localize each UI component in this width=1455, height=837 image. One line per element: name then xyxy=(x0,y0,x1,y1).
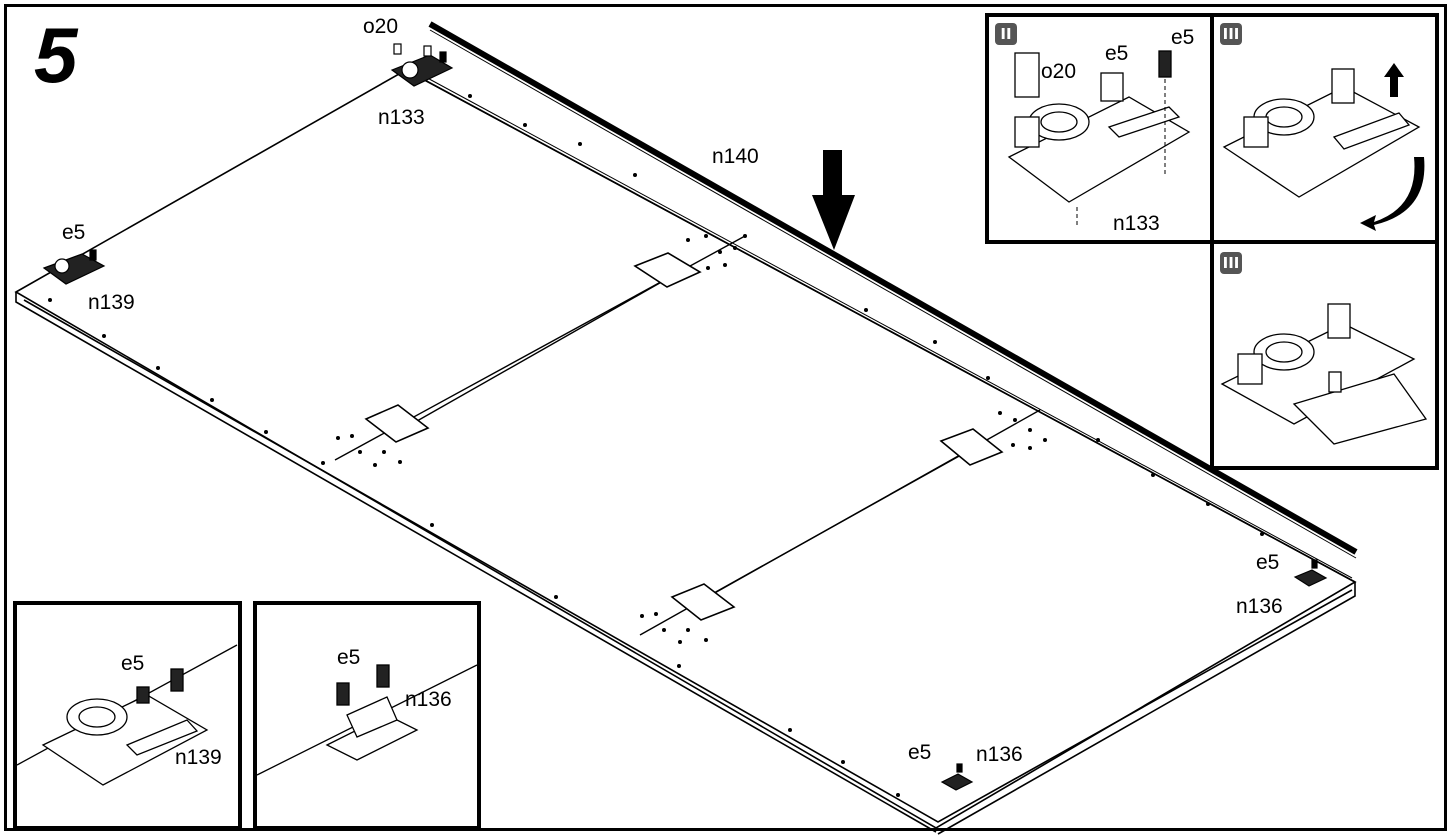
hardware-left xyxy=(42,249,106,285)
label-e5-left: e5 xyxy=(62,221,86,244)
panel-outline xyxy=(14,69,1357,835)
diagram-frame xyxy=(4,4,1447,831)
inset-step-iii-b: III xyxy=(1210,240,1439,470)
label-n136-bottom: n136 xyxy=(976,743,1023,766)
inset-n139-label-n139: n139 xyxy=(175,746,222,769)
label-n139: n139 xyxy=(88,291,135,314)
badge-ii: II xyxy=(995,23,1017,45)
inset-step-iii-a: III xyxy=(1210,13,1439,244)
inset-ii-label-e5-a: e5 xyxy=(1105,42,1129,65)
down-arrow-icon xyxy=(812,150,855,250)
inset-n136-label-n136: n136 xyxy=(405,688,452,711)
inset-n139: e5 n139 xyxy=(13,601,242,830)
drill-holes xyxy=(48,94,1264,797)
inset-ii-label-o20: o20 xyxy=(1041,60,1077,83)
rail-edge xyxy=(429,29,1357,559)
label-o20: o20 xyxy=(363,15,399,38)
inset-iii-a-drawing xyxy=(1222,63,1425,231)
inset-n136: e5 n136 xyxy=(253,601,481,830)
inset-n139-drawing xyxy=(17,644,238,786)
label-n136-right: n136 xyxy=(1236,595,1283,618)
rail-n140 xyxy=(428,21,1358,555)
hardware-top xyxy=(390,43,454,87)
label-e5-bottom: e5 xyxy=(908,741,932,764)
label-e5-right: e5 xyxy=(1256,551,1280,574)
hardware-right xyxy=(1293,559,1328,587)
badge-iii-a: III xyxy=(1220,23,1242,45)
step-number: 5 xyxy=(34,11,77,99)
rotate-arrow-icon xyxy=(1360,157,1425,231)
inset-n139-label-e5: e5 xyxy=(121,652,145,675)
inset-ii-drawing xyxy=(1007,50,1191,227)
label-n133: n133 xyxy=(378,106,425,129)
inset-n136-label-e5: e5 xyxy=(337,646,361,669)
inset-step-ii: II o20 e5 e5 n133 xyxy=(985,13,1214,244)
badge-iii-b: III xyxy=(1220,252,1242,274)
inset-ii-label-n133: n133 xyxy=(1113,212,1160,235)
inset-iii-b-drawing xyxy=(1220,303,1428,445)
label-n140: n140 xyxy=(712,145,759,168)
hardware-bottom xyxy=(940,763,974,791)
connector-plates xyxy=(364,252,1004,621)
inset-n136-drawing xyxy=(257,664,477,776)
up-arrow-icon xyxy=(1384,63,1404,97)
inset-ii-label-e5-b: e5 xyxy=(1171,26,1195,49)
